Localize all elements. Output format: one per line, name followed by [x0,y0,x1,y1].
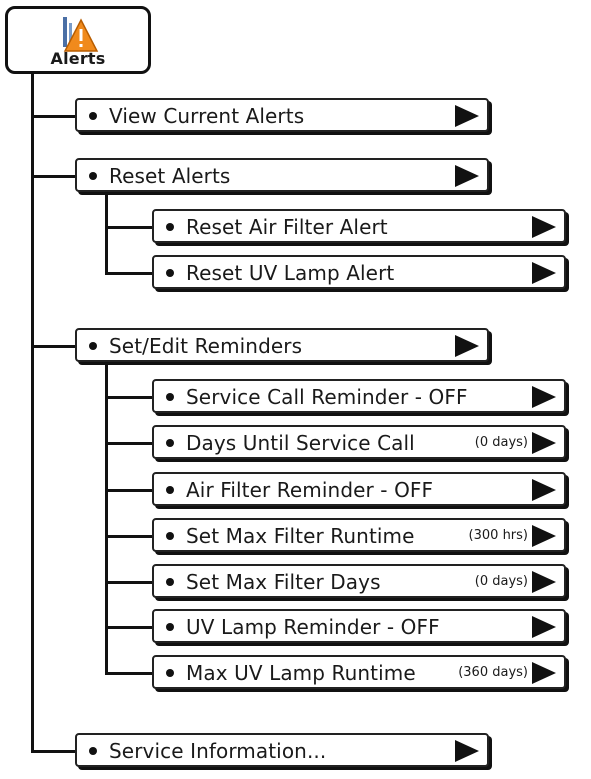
menu-item-label: Service Information... [109,739,327,763]
bullet-icon [89,342,97,350]
menu-item-label: UV Lamp Reminder - OFF [186,615,440,639]
menu-item-label: Reset UV Lamp Alert [186,261,395,285]
main-trunk-line [31,74,34,753]
alerts-root-node[interactable]: Alerts [5,6,151,74]
arrow-right-icon[interactable] [455,105,479,127]
bullet-icon [89,112,97,120]
arrow-right-icon[interactable] [532,662,556,684]
menu-item-value-note: (0 days) [474,574,528,589]
menu-item-days-until-service-call[interactable]: Days Until Service Call (0 days) [152,425,566,459]
menu-item-label: Reset Air Filter Alert [186,215,388,239]
menu-item-view-current-alerts[interactable]: View Current Alerts [75,98,489,132]
bullet-icon [166,486,174,494]
reset-alerts-trunk-line [105,193,108,275]
menu-item-uv-lamp-reminder[interactable]: UV Lamp Reminder - OFF [152,609,566,643]
menu-item-value-note: (360 days) [458,665,528,680]
menu-item-value-note: (300 hrs) [468,528,528,543]
branch-line-reset-uv-lamp [105,272,153,275]
reminders-trunk-line [105,363,108,673]
branch-line-service-call-reminder [105,396,153,399]
arrow-right-icon[interactable] [532,571,556,593]
arrow-right-icon[interactable] [532,525,556,547]
menu-item-set-edit-reminders[interactable]: Set/Edit Reminders [75,328,489,362]
menu-item-set-max-filter-runtime[interactable]: Set Max Filter Runtime (300 hrs) [152,518,566,552]
branch-line-max-uv-lamp-runtime [105,672,153,675]
alerts-root-label: Alerts [50,49,106,68]
arrow-right-icon[interactable] [455,740,479,762]
bullet-icon [166,669,174,677]
arrow-right-icon[interactable] [532,432,556,454]
menu-item-reset-alerts[interactable]: Reset Alerts [75,158,489,192]
menu-item-service-call-reminder[interactable]: Service Call Reminder - OFF [152,379,566,413]
branch-line-uv-lamp-reminder [105,626,153,629]
bullet-icon [166,532,174,540]
menu-item-value-note: (0 days) [474,435,528,450]
menu-item-label: View Current Alerts [109,104,305,128]
branch-line-view-current-alerts [31,115,76,118]
menu-item-air-filter-reminder[interactable]: Air Filter Reminder - OFF [152,472,566,506]
menu-item-label: Air Filter Reminder - OFF [186,478,434,502]
bullet-icon [166,439,174,447]
bullet-icon [166,623,174,631]
arrow-right-icon[interactable] [532,216,556,238]
branch-line-set-edit-reminders [31,345,76,348]
menu-item-label: Max UV Lamp Runtime [186,661,416,685]
branch-line-set-max-filter-days [105,581,153,584]
bullet-icon [166,393,174,401]
bullet-icon [166,269,174,277]
menu-item-reset-uv-lamp-alert[interactable]: Reset UV Lamp Alert [152,255,566,289]
branch-line-days-until-service-call [105,442,153,445]
menu-item-label: Service Call Reminder - OFF [186,385,468,409]
menu-item-set-max-filter-days[interactable]: Set Max Filter Days (0 days) [152,564,566,598]
menu-item-service-information[interactable]: Service Information... [75,733,489,767]
menu-item-label: Days Until Service Call [186,431,415,455]
arrow-right-icon[interactable] [455,335,479,357]
bullet-icon [89,747,97,755]
arrow-right-icon[interactable] [532,386,556,408]
arrow-right-icon[interactable] [532,262,556,284]
bullet-icon [166,578,174,586]
menu-item-label: Reset Alerts [109,164,231,188]
arrow-right-icon[interactable] [455,165,479,187]
branch-line-reset-alerts [31,175,76,178]
bullet-icon [89,172,97,180]
menu-item-max-uv-lamp-runtime[interactable]: Max UV Lamp Runtime (360 days) [152,655,566,689]
arrow-right-icon[interactable] [532,616,556,638]
branch-line-air-filter-reminder [105,489,153,492]
branch-line-reset-air-filter [105,226,153,229]
menu-item-label: Set Max Filter Days [186,570,381,594]
bullet-icon [166,223,174,231]
menu-item-reset-air-filter-alert[interactable]: Reset Air Filter Alert [152,209,566,243]
arrow-right-icon[interactable] [532,479,556,501]
menu-item-label: Set/Edit Reminders [109,334,303,358]
branch-line-set-max-filter-runtime [105,535,153,538]
alert-triangle-icon [63,17,99,52]
menu-item-label: Set Max Filter Runtime [186,524,415,548]
branch-line-service-information [31,750,76,753]
